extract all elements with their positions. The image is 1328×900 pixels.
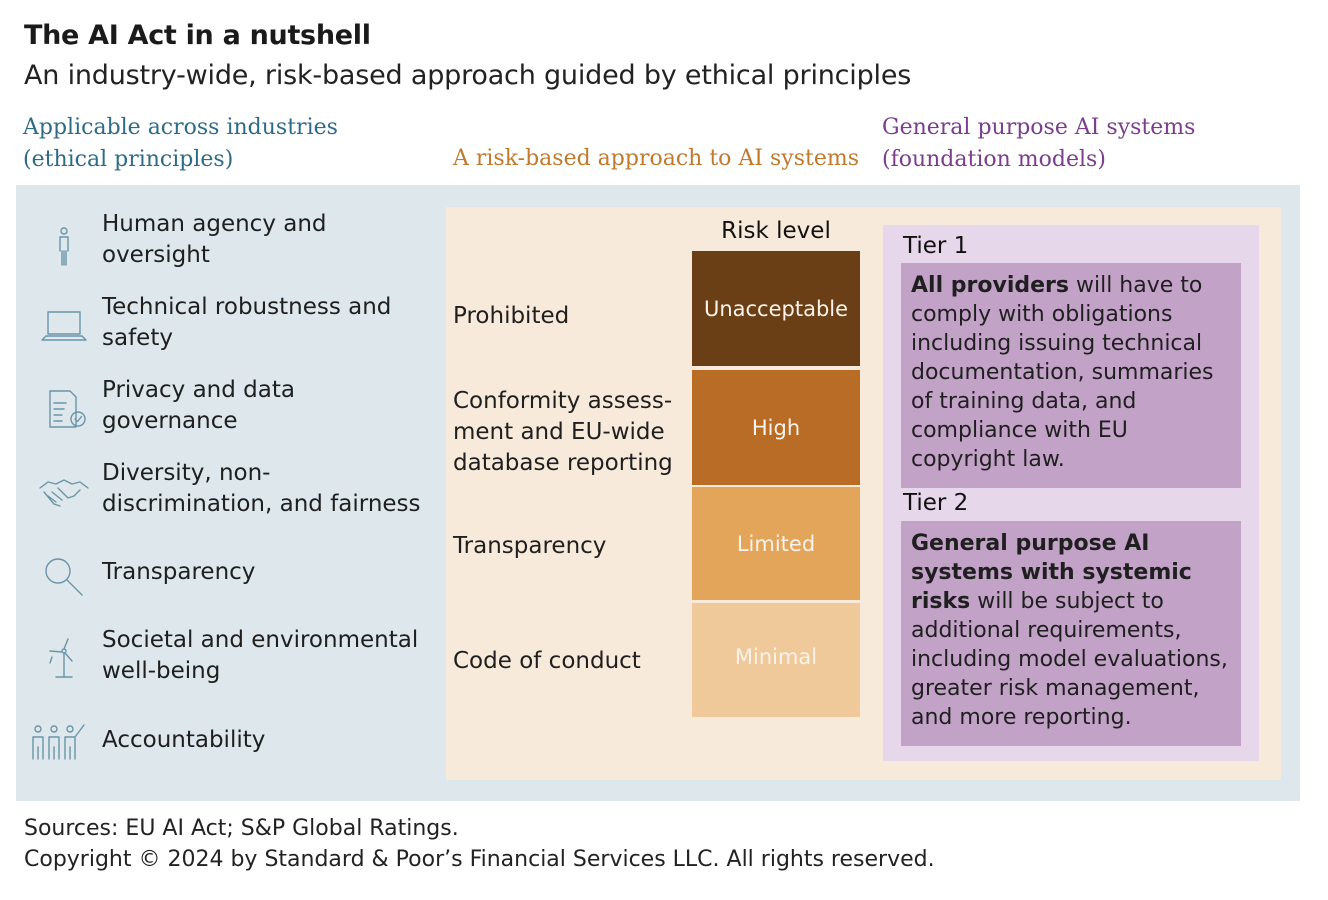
magnifier-icon	[38, 551, 90, 603]
tier1-label: Tier 1	[903, 233, 969, 259]
principle-label: Diversity, non-discrimination, and fairn…	[102, 460, 421, 517]
requirement-transparency: Transparency	[453, 533, 607, 559]
requirement-code-of-conduct: Code of conduct	[453, 648, 641, 674]
tier2-box: General purpose AI systems with systemic…	[901, 521, 1241, 746]
heading-line: (foundation models)	[882, 147, 1106, 172]
tier1-bold: All providers	[911, 273, 1069, 298]
tier1-box: All providers will have to comply with o…	[901, 263, 1241, 488]
heading-line: (ethical principles)	[23, 147, 234, 172]
tier2-label: Tier 2	[903, 490, 969, 516]
principle-label: Accountability	[102, 727, 266, 753]
risk-level-unacceptable: Unacceptable	[692, 251, 860, 366]
risk-level-high: High	[692, 370, 860, 485]
page-title: The AI Act in a nutshell	[24, 20, 371, 51]
sources-note: Sources: EU AI Act; S&P Global Ratings.	[24, 816, 459, 841]
document-check-icon	[38, 383, 90, 435]
gpai-heading: General purpose AI systems (foundation m…	[882, 112, 1195, 176]
tier1-text: will have to comply with obligations inc…	[911, 273, 1214, 472]
copyright-note: Copyright © 2024 by Standard & Poor’s Fi…	[24, 847, 935, 872]
tier2-bold: General purpose AI systems with systemic…	[911, 531, 1192, 614]
heading-line: General purpose AI systems	[882, 115, 1196, 140]
risk-approach-heading: A risk-based approach to AI systems	[453, 146, 860, 171]
wind-turbine-icon	[38, 633, 90, 685]
person-icon	[38, 219, 90, 271]
risk-level-header: Risk level	[721, 218, 831, 244]
handshake-icon	[38, 466, 90, 518]
ethical-principles-heading: Applicable across industries (ethical pr…	[23, 112, 338, 176]
people-group-icon	[28, 719, 92, 771]
page-subtitle: An industry-wide, risk-based approach gu…	[24, 60, 912, 91]
principle-label: Transparency	[102, 559, 256, 585]
heading-line: Applicable across industries	[23, 115, 338, 140]
tier2-text: will be subject to additional requiremen…	[911, 589, 1228, 730]
laptop-icon	[38, 300, 90, 352]
requirement-prohibited: Prohibited	[453, 303, 570, 329]
risk-level-limited: Limited	[692, 487, 860, 600]
risk-level-minimal: Minimal	[692, 603, 860, 717]
requirement-conformity: Conformity assess- ment and EU-wide data…	[453, 388, 673, 476]
